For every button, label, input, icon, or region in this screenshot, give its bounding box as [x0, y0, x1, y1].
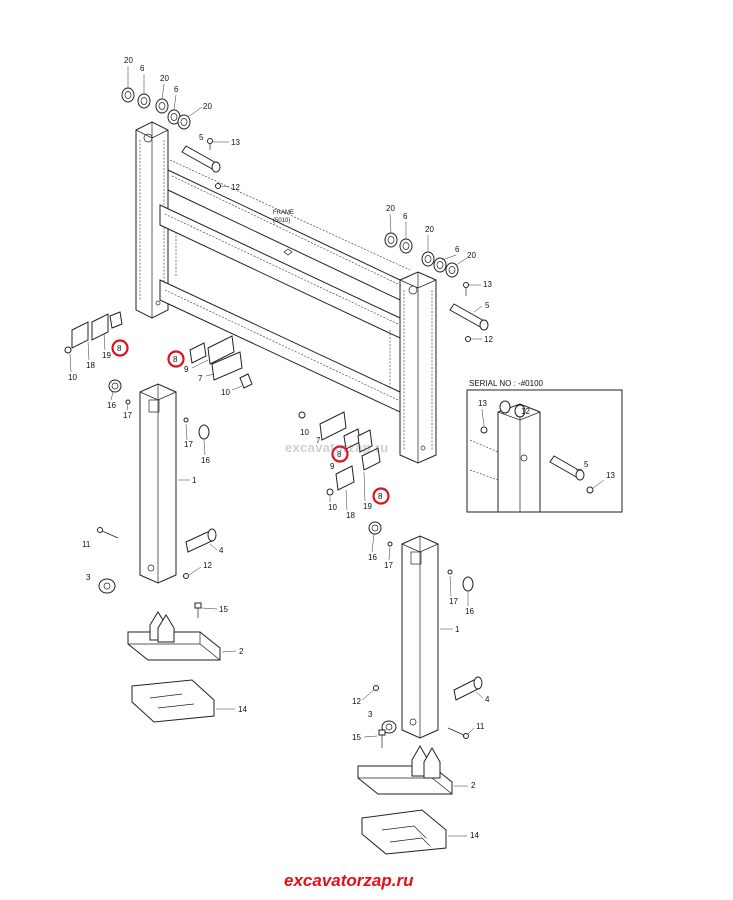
- top-right-washer-stack: 20 6 20 6 20: [384, 204, 476, 278]
- callout-14: 14: [238, 705, 247, 714]
- callout-1: 1: [455, 625, 460, 634]
- callout-5: 5: [485, 301, 490, 310]
- callout-1: 1: [192, 476, 197, 485]
- callout-4: 4: [219, 546, 224, 555]
- left-shim-brackets: 10 18 19 8 8 9 7 10: [64, 311, 253, 397]
- highlight-part-8: [111, 339, 129, 357]
- callout-12: 12: [203, 561, 212, 570]
- highlight-part-8: [167, 350, 185, 368]
- callout-6: 6: [174, 85, 179, 94]
- callout-7: 7: [316, 436, 321, 445]
- callout-16: 16: [107, 401, 116, 410]
- callout-20: 20: [203, 102, 212, 111]
- callout-8: 8: [117, 344, 122, 353]
- top-left-pin: 5 13 12: [181, 133, 240, 192]
- frame-sublabel: (5010): [273, 218, 290, 224]
- callout-14: 14: [470, 831, 479, 840]
- callout-18: 18: [86, 361, 95, 370]
- callout-12: 12: [352, 697, 361, 706]
- watermark-text: excavatorzap.ru: [285, 440, 389, 455]
- callout-9: 9: [330, 462, 335, 471]
- callout-16: 16: [201, 456, 210, 465]
- callout-5: 5: [199, 133, 204, 142]
- callout-10: 10: [328, 503, 337, 512]
- callout-19: 19: [363, 502, 372, 511]
- highlight-part-8: [331, 445, 349, 463]
- highlight-part-8: [372, 487, 390, 505]
- serial-inset: SERIAL NO : -#0100 13 12 5 13: [466, 379, 623, 513]
- callout-13: 13: [478, 399, 487, 408]
- callout-12: 12: [484, 335, 493, 344]
- callout-15: 15: [219, 605, 228, 614]
- left-leg-assembly: 16 17 17 16 1 11 4 3 12 15 2: [82, 379, 247, 723]
- callout-16: 16: [368, 553, 377, 562]
- callout-8: 8: [337, 450, 342, 459]
- callout-17: 17: [384, 561, 393, 570]
- serial-label: SERIAL NO : -#0100: [469, 379, 544, 388]
- callout-17: 17: [184, 440, 193, 449]
- callout-4: 4: [485, 695, 490, 704]
- callout-10: 10: [221, 388, 230, 397]
- callout-20: 20: [160, 74, 169, 83]
- callout-2: 2: [471, 781, 476, 790]
- callout-8: 8: [378, 492, 383, 501]
- top-right-pin: 13 5 12: [449, 280, 493, 344]
- top-left-washer-stack: 20 6 20 6 20: [121, 56, 212, 130]
- callout-6: 6: [403, 212, 408, 221]
- callout-18: 18: [346, 511, 355, 520]
- callout-20: 20: [425, 225, 434, 234]
- brand-footer: excavatorzap.ru: [284, 871, 414, 890]
- callout-7: 7: [198, 374, 203, 383]
- callout-3: 3: [86, 573, 91, 582]
- right-shim-brackets: 10 7 8 9 10 18 19 8: [298, 411, 390, 520]
- frame-assembly: FRAME (5010): [135, 121, 437, 464]
- right-leg-assembly: 16 17 17 16 1 4 12 3 11 15 2: [352, 521, 490, 855]
- callout-10: 10: [300, 428, 309, 437]
- callout-5: 5: [584, 460, 589, 469]
- callout-17: 17: [449, 597, 458, 606]
- callout-9: 9: [184, 365, 189, 374]
- callout-13: 13: [606, 471, 615, 480]
- callout-19: 19: [102, 351, 111, 360]
- callout-20: 20: [124, 56, 133, 65]
- callout-10: 10: [68, 373, 77, 382]
- callout-8: 8: [173, 355, 178, 364]
- callout-3: 3: [368, 710, 373, 719]
- callout-13: 13: [231, 138, 240, 147]
- callout-2: 2: [239, 647, 244, 656]
- callout-11: 11: [82, 540, 91, 549]
- callout-20: 20: [467, 251, 476, 260]
- callout-12: 12: [231, 183, 240, 192]
- callout-16: 16: [465, 607, 474, 616]
- callout-15: 15: [352, 733, 361, 742]
- callout-11: 11: [476, 722, 485, 731]
- callout-12: 12: [521, 407, 530, 416]
- callout-17: 17: [123, 411, 132, 420]
- callout-20: 20: [386, 204, 395, 213]
- frame-label: FRAME: [273, 210, 294, 216]
- callout-6: 6: [140, 64, 145, 73]
- callout-13: 13: [483, 280, 492, 289]
- callout-6: 6: [455, 245, 460, 254]
